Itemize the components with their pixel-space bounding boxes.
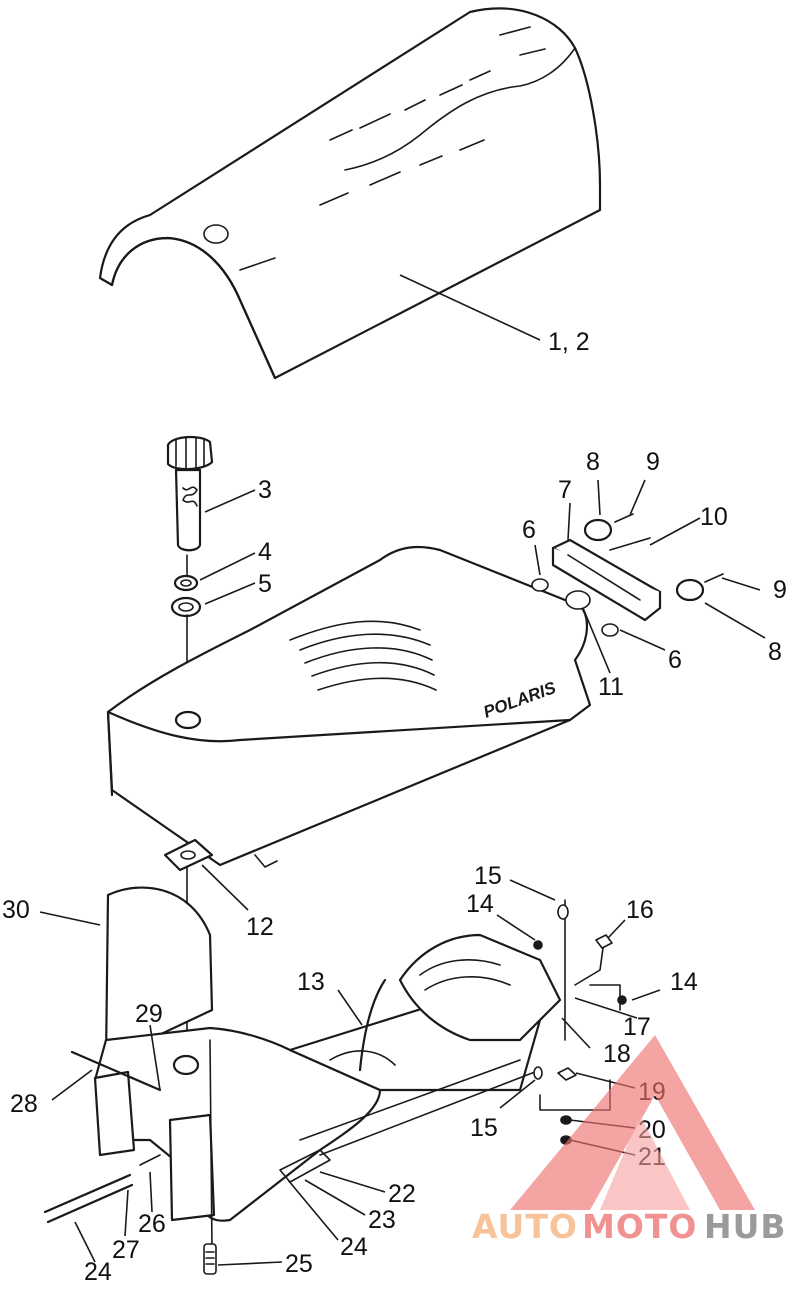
label-24b: 24 bbox=[84, 1258, 112, 1286]
label-24a: 24 bbox=[340, 1233, 368, 1261]
label-8b: 8 bbox=[768, 638, 782, 666]
label-27: 27 bbox=[112, 1236, 140, 1264]
leader-lines bbox=[39, 274, 766, 1266]
label-6a: 6 bbox=[522, 516, 536, 544]
label-30: 30 bbox=[2, 896, 30, 924]
label-12: 12 bbox=[246, 913, 274, 941]
label-6b: 6 bbox=[668, 646, 682, 674]
label-14b: 14 bbox=[670, 968, 698, 996]
label-22: 22 bbox=[388, 1180, 416, 1208]
watermark-text-hub: HUB bbox=[704, 1207, 787, 1246]
label-15a: 15 bbox=[474, 862, 502, 890]
label-26: 26 bbox=[138, 1210, 166, 1238]
seat-cover-drawing bbox=[98, 7, 602, 380]
label-9b: 9 bbox=[773, 576, 787, 604]
label-15b: 15 bbox=[470, 1114, 498, 1142]
label-11: 11 bbox=[598, 673, 624, 701]
watermark-text-moto: MOTO bbox=[582, 1207, 697, 1246]
label-25: 25 bbox=[285, 1250, 313, 1278]
label-1-2: 1, 2 bbox=[548, 328, 590, 356]
label-9a: 9 bbox=[646, 448, 660, 476]
fuel-tank-drawing bbox=[43, 886, 562, 1275]
label-5: 5 bbox=[258, 570, 272, 598]
main-cover-drawing: POLARIS bbox=[106, 545, 592, 868]
label-23: 23 bbox=[368, 1206, 396, 1234]
automotohub-watermark: AUTO MOTO HUB bbox=[472, 1035, 787, 1246]
label-7: 7 bbox=[558, 476, 572, 504]
label-18: 18 bbox=[603, 1040, 631, 1068]
part-labels: 1, 2 3 4 5 6 6 7 8 8 9 9 10 11 12 13 14 … bbox=[2, 328, 787, 1286]
label-14a: 14 bbox=[466, 890, 494, 918]
label-4: 4 bbox=[258, 538, 272, 566]
tail-light-drawing bbox=[531, 513, 724, 637]
label-16: 16 bbox=[626, 896, 654, 924]
label-13: 13 bbox=[297, 968, 325, 996]
label-3: 3 bbox=[258, 476, 272, 504]
label-10: 10 bbox=[700, 503, 728, 531]
gasket-drawing bbox=[163, 838, 214, 872]
filler-cap-drawing bbox=[166, 435, 214, 1059]
label-28: 28 bbox=[10, 1090, 38, 1118]
label-17: 17 bbox=[623, 1013, 651, 1041]
watermark-text-auto: AUTO bbox=[472, 1207, 578, 1246]
label-29: 29 bbox=[135, 1000, 163, 1028]
watermark-triangle-logo bbox=[510, 1035, 755, 1210]
label-8a: 8 bbox=[586, 448, 600, 476]
